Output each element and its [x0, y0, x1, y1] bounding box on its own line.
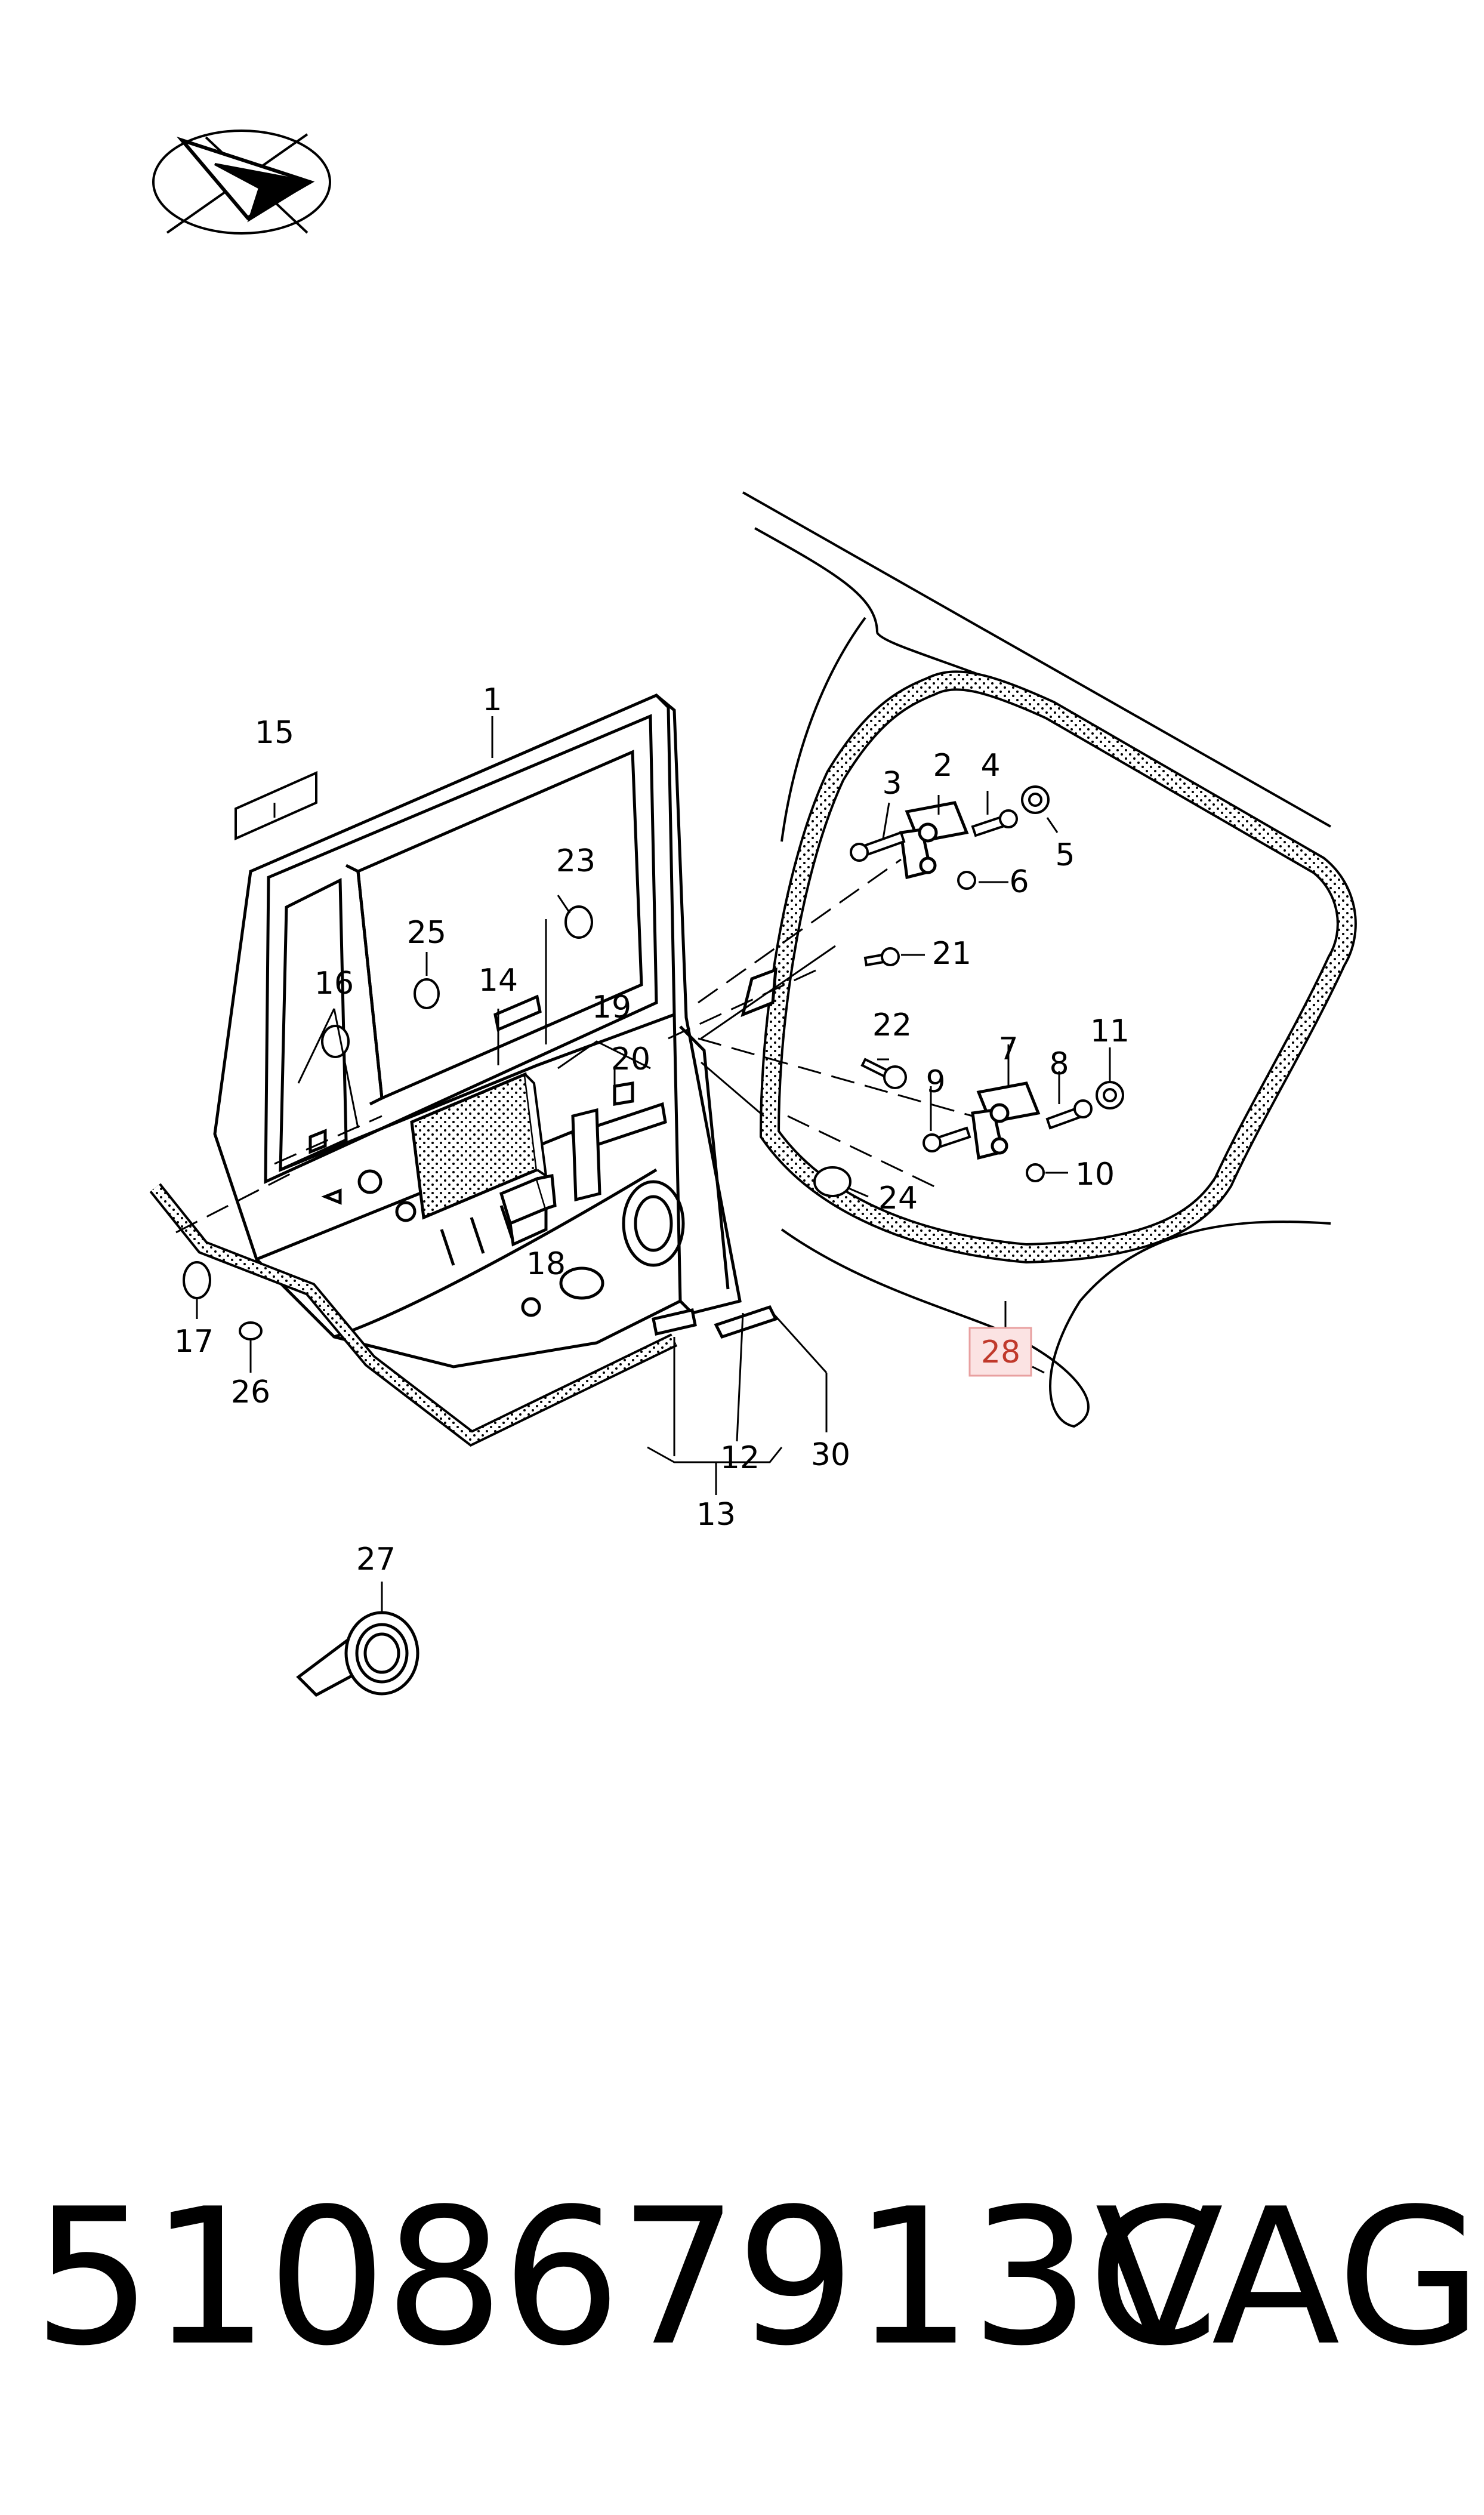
- callout-labels: 1 2 3 4 5 6 7 8 9 10 11 12 13 14 15 16 1…: [174, 682, 1130, 1577]
- brand-name: VAG: [1095, 2169, 1483, 2387]
- fasteners: [850, 785, 1124, 1182]
- part-number: 510867913C: [33, 2169, 1219, 2387]
- adhesive-tape-roll: [296, 1611, 419, 1697]
- callout-17: 17: [174, 1324, 214, 1360]
- callout-4: 4: [980, 748, 1000, 784]
- callout-24: 24: [878, 1181, 918, 1216]
- leader-lines: [196, 716, 1111, 1611]
- callout-11: 11: [1090, 1013, 1130, 1049]
- lower-hinge: [971, 1081, 1041, 1160]
- callout-15: 15: [255, 715, 294, 751]
- callout-30: 30: [811, 1437, 850, 1473]
- callout-19: 19: [592, 990, 631, 1025]
- upper-hinge: [899, 801, 969, 880]
- door-lock: [499, 1174, 557, 1247]
- callout-18: 18: [526, 1246, 566, 1282]
- callout-6: 6: [1009, 864, 1029, 900]
- callout-21: 21: [932, 936, 971, 972]
- callout-28: 28: [981, 1334, 1020, 1370]
- callout-27: 27: [356, 1542, 396, 1577]
- door-opening-seal: [759, 670, 1357, 1264]
- callout-10: 10: [1075, 1157, 1115, 1192]
- callout-20: 20: [611, 1041, 650, 1077]
- callout-26: 26: [231, 1374, 270, 1410]
- callout-3: 3: [882, 766, 902, 802]
- insulation-pad: [410, 1072, 548, 1220]
- callout-2: 2: [933, 748, 952, 784]
- door-check-strap: [571, 1081, 667, 1202]
- callout-16: 16: [314, 966, 354, 1001]
- callout-25: 25: [407, 915, 446, 951]
- callout-1: 1: [482, 682, 502, 718]
- callout-5: 5: [1055, 837, 1075, 873]
- callout-23: 23: [556, 843, 596, 879]
- callout-8: 8: [1049, 1046, 1069, 1082]
- callout-28-highlight-box: [968, 1327, 1032, 1377]
- callout-14: 14: [479, 963, 518, 998]
- callout-13: 13: [696, 1497, 736, 1533]
- dashed-guide-lines: [175, 858, 973, 1234]
- vehicle-body-outline: [742, 491, 1331, 1428]
- orientation-compass-icon: [152, 130, 331, 235]
- door-shell: [213, 694, 742, 1369]
- callout-7: 7: [998, 1031, 1018, 1067]
- callout-12: 12: [720, 1440, 760, 1476]
- label-sticker: [235, 770, 317, 841]
- callout-22: 22: [872, 1007, 912, 1043]
- callout-9: 9: [925, 1064, 945, 1100]
